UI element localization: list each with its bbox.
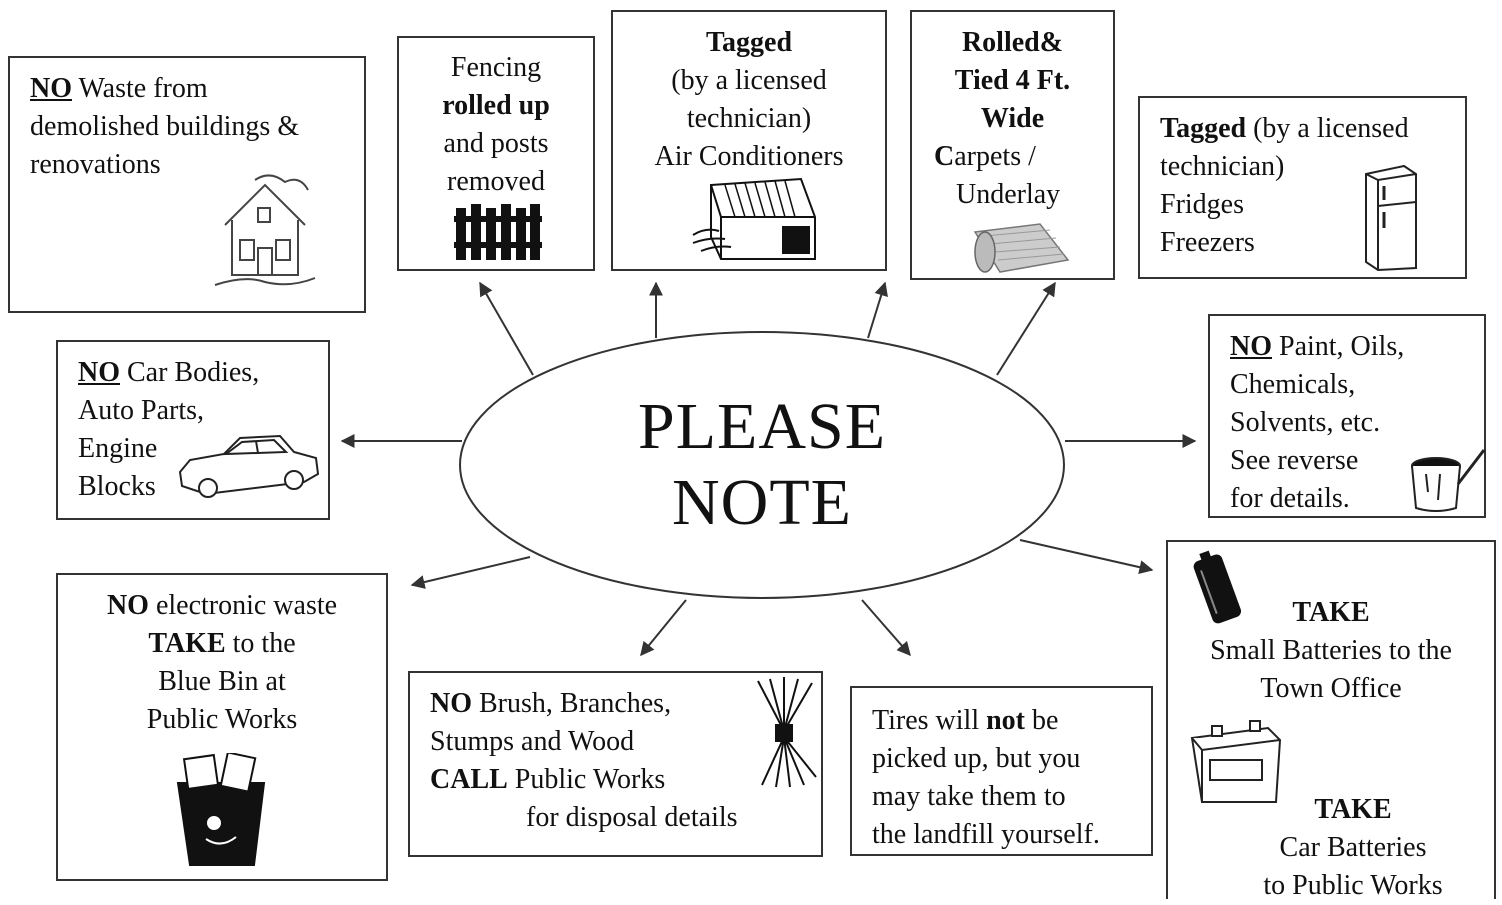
fence-icon <box>454 204 542 260</box>
tires-line-1a: Tires will <box>872 705 987 736</box>
carpet-roll-icon <box>973 223 1070 273</box>
box-fridges: Tagged (by a licensed technician) Fridge… <box>1138 96 1467 279</box>
brush-line-2: Stumps and Wood <box>430 726 635 757</box>
tires-line-1c: be <box>1025 705 1059 736</box>
cars-line-4: Blocks <box>78 471 156 502</box>
demolition-line-3: renovations <box>30 149 161 180</box>
fencing-line-2: rolled up <box>442 90 550 121</box>
fridges-line-4: Freezers <box>1160 227 1255 258</box>
car-icon <box>178 434 320 498</box>
electronics-bin-icon <box>176 753 266 866</box>
arrow-to-fencing <box>479 281 534 376</box>
box-tires: Tires will not be picked up, but you may… <box>850 686 1153 856</box>
carpets-line-3: Wide <box>980 103 1045 134</box>
no-label: NO <box>1230 331 1272 362</box>
ac-line-4: Air Conditioners <box>654 141 844 172</box>
box-air-conditioners: Tagged (by a licensed technician) Air Co… <box>611 10 887 271</box>
tires-line-3: may take them to <box>872 781 1066 812</box>
box-fencing: Fencing rolled up and posts removed <box>397 36 595 271</box>
brush-line-1: Brush, Branches, <box>472 688 672 719</box>
batteries-line-4: to Public Works <box>1263 870 1443 901</box>
fridges-line-1: (by a licensed <box>1246 113 1409 144</box>
paint-line-3: Solvents, etc. <box>1230 407 1381 438</box>
cars-line-1: Car Bodies, <box>120 357 260 388</box>
house-icon <box>214 174 316 286</box>
ac-line-2: (by a licensed <box>671 65 827 96</box>
cars-line-3: Engine <box>78 433 158 464</box>
arrow-to-tires <box>861 599 911 657</box>
tires-not: not <box>986 705 1026 736</box>
center-ellipse <box>459 331 1065 599</box>
air-conditioner-icon <box>692 177 816 260</box>
box-electronic-waste: NO electronic waste TAKE to the Blue Bin… <box>56 573 388 881</box>
arrow-to-electronic <box>410 556 531 589</box>
no-label: NO <box>78 357 120 388</box>
electronic-line-4: Public Works <box>146 704 298 735</box>
demolition-line-1: Waste from <box>72 73 208 104</box>
carpets-line-4: arpets / <box>954 141 1036 172</box>
take-label: TAKE <box>1314 794 1392 825</box>
carpets-line-2: Tied 4 Ft. <box>954 65 1071 96</box>
arrow-to-carpets <box>867 281 888 339</box>
batteries-line-3: Car Batteries <box>1279 832 1427 863</box>
carpets-line-5: Underlay <box>956 179 1061 210</box>
fridges-tagged: Tagged <box>1160 113 1247 144</box>
box-brush-branches: NO Brush, Branches, Stumps and Wood CALL… <box>408 671 823 857</box>
take-label: TAKE <box>1292 597 1370 628</box>
fridge-icon <box>1365 164 1417 272</box>
car-battery-icon <box>1190 720 1282 803</box>
fencing-line-1: Fencing <box>450 52 542 83</box>
fridges-line-2: technician) <box>1160 151 1285 182</box>
call-label: CALL <box>430 764 508 795</box>
paint-can-icon <box>1411 449 1486 512</box>
fencing-line-4: removed <box>447 166 545 197</box>
box-carpets: Rolled& Tied 4 Ft. Wide Carpets / Underl… <box>910 10 1115 280</box>
electronic-line-3: Blue Bin at <box>158 666 286 697</box>
electronic-line-2: to the <box>225 628 296 659</box>
paint-line-2: Chemicals, <box>1230 369 1356 400</box>
no-label: NO <box>30 73 72 104</box>
box-batteries: TAKE Small Batteries to the Town Office … <box>1166 540 1496 901</box>
box-car-bodies: NO Car Bodies, Auto Parts, Engine Blocks <box>56 340 330 520</box>
take-label: TAKE <box>148 628 226 659</box>
box-paint-oils: NO Paint, Oils, Chemicals, Solvents, etc… <box>1208 314 1486 518</box>
paint-line-4: See reverse <box>1230 445 1359 476</box>
electronic-line-1: electronic waste <box>148 590 338 621</box>
batteries-line-2: Town Office <box>1260 673 1402 704</box>
carpets-initial: C <box>934 141 955 172</box>
fridges-line-3: Fridges <box>1160 189 1244 220</box>
box-demolition-waste: NO Waste from demolished buildings & ren… <box>8 56 366 313</box>
batteries-line-1: Small Batteries to the <box>1210 635 1452 666</box>
no-label: NO <box>106 590 149 621</box>
tires-line-4: the landfill yourself. <box>872 819 1100 850</box>
ac-line-1: Tagged <box>705 27 793 58</box>
arrow-to-batteries <box>1019 539 1154 575</box>
brush-line-3: Public Works <box>507 764 666 795</box>
no-label: NO <box>430 688 472 719</box>
arrow-to-brush <box>640 599 687 657</box>
demolition-line-2: demolished buildings & <box>30 111 300 142</box>
carpets-line-1: Rolled& <box>961 27 1064 58</box>
arrow-to-fridges <box>996 281 1056 376</box>
paint-line-5: for details. <box>1230 483 1350 514</box>
small-battery-icon <box>1193 550 1242 624</box>
ac-line-3: technician) <box>686 103 812 134</box>
fencing-line-3: and posts <box>443 128 549 159</box>
paint-line-1: Paint, Oils, <box>1272 331 1405 362</box>
tires-line-2: picked up, but you <box>872 743 1081 774</box>
brush-line-4: for disposal details <box>526 802 738 833</box>
cars-line-2: Auto Parts, <box>78 395 204 426</box>
branch-bundle-icon <box>757 677 817 788</box>
